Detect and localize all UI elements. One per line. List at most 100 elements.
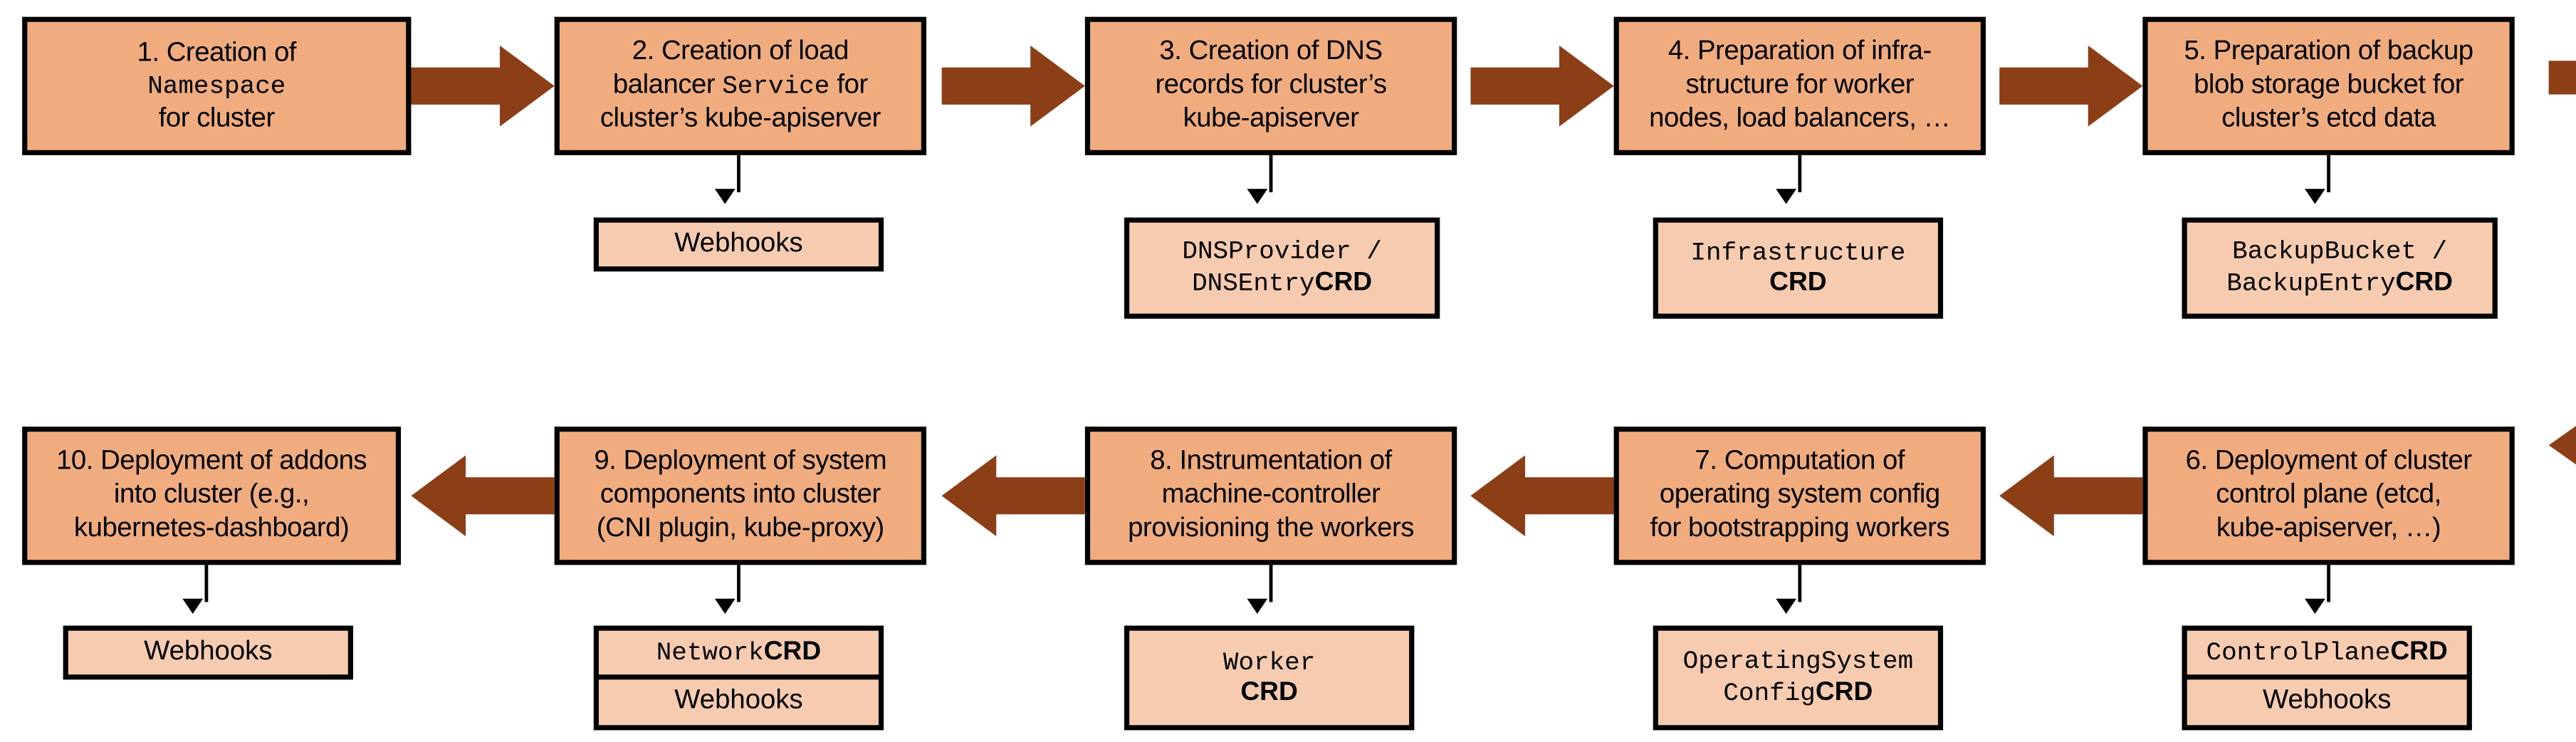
flow-arrow-9-to-10 bbox=[411, 455, 555, 537]
artifact-cell: Webhooks bbox=[599, 223, 879, 267]
artifact-box-network-crd[interactable]: NetworkCRD Webhooks bbox=[593, 625, 884, 731]
step-4-line-2: structure for worker bbox=[1685, 70, 1915, 100]
artifact-cell: Infrastructure CRD bbox=[1658, 223, 1938, 314]
connector-line-5 bbox=[2327, 155, 2330, 192]
connector-arrowhead-7 bbox=[1776, 598, 1797, 615]
artifact-cell: OperatingSystem ConfigCRD bbox=[1658, 631, 1938, 726]
step-1-line-1: 1. Creation of bbox=[137, 38, 297, 67]
step-7-line-2: operating system config bbox=[1659, 481, 1940, 510]
step-4-line-3: nodes, load balancers, … bbox=[1649, 104, 1951, 133]
step-box-7-text: 7. Computation of operating system confi… bbox=[1650, 446, 1949, 545]
artifact-webhooks-label: Webhooks bbox=[2262, 686, 2392, 716]
artifact-cell: DNSProvider / DNSEntryCRD bbox=[1129, 223, 1435, 314]
step-box-10[interactable]: 10. Deployment of addons into cluster (e… bbox=[22, 427, 402, 565]
artifact-crd-tag: CRD bbox=[2395, 268, 2454, 297]
flow-arrow-8-to-9 bbox=[941, 455, 1085, 537]
connector-line-4 bbox=[1798, 155, 1802, 192]
step-box-10-text: 10. Deployment of addons into cluster (e… bbox=[56, 446, 367, 545]
flow-arrow-2-to-3 bbox=[941, 45, 1085, 127]
step-9-line-2: components into cluster bbox=[600, 481, 881, 510]
artifact-crd-tag: CRD bbox=[1815, 678, 1873, 707]
artifact-cell-webhooks: Webhooks bbox=[2187, 675, 2467, 725]
connector-line-9 bbox=[737, 565, 740, 602]
connector-arrowhead-9 bbox=[714, 598, 735, 615]
connector-line-7 bbox=[1798, 565, 1802, 602]
step-6-line-2: control plane (etcd, bbox=[2216, 481, 2441, 510]
step-box-7[interactable]: 7. Computation of operating system confi… bbox=[1613, 427, 1986, 565]
step-box-4-text: 4. Preparation of infra- structure for w… bbox=[1649, 36, 1951, 136]
artifact-webhooks-label: Webhooks bbox=[674, 229, 803, 258]
step-5-line-2: blob storage bucket for bbox=[2194, 70, 2464, 100]
artifact-box-webhooks-10[interactable]: Webhooks bbox=[63, 625, 353, 680]
artifact-cell: BackupBucket / BackupEntryCRD bbox=[2187, 223, 2493, 314]
connector-line-3 bbox=[1269, 155, 1273, 192]
connector-line-2 bbox=[737, 155, 740, 192]
flow-arrow-5-to-6-elbow bbox=[2515, 61, 2576, 513]
connector-arrowhead-5 bbox=[2305, 189, 2325, 204]
artifact-webhooks-label: Webhooks bbox=[674, 686, 803, 716]
step-box-3-text: 3. Creation of DNS records for cluster’s… bbox=[1155, 36, 1387, 136]
connector-line-10 bbox=[204, 565, 209, 602]
artifact-box-worker-crd[interactable]: Worker CRD bbox=[1124, 625, 1415, 731]
artifact-box-operatingsystemconfig-crd[interactable]: OperatingSystem ConfigCRD bbox=[1653, 625, 1944, 731]
artifact-worker-line-1: Worker bbox=[1222, 648, 1316, 677]
artifact-infrastructure-line-1: Infrastructure bbox=[1690, 239, 1906, 268]
step-7-line-3: for bootstrapping workers bbox=[1650, 513, 1950, 543]
step-box-4[interactable]: 4. Preparation of infra- structure for w… bbox=[1613, 16, 1986, 155]
artifact-controlplane-label: ControlPlane bbox=[2206, 639, 2391, 668]
step-box-5[interactable]: 5. Preparation of backup blob storage bu… bbox=[2142, 16, 2515, 155]
artifact-backupbucket-line-1: BackupBucket / bbox=[2232, 238, 2448, 267]
flow-arrow-6-to-7 bbox=[1999, 455, 2143, 537]
step-box-1[interactable]: 1. Creation of Namespace for cluster bbox=[22, 16, 412, 155]
connector-arrowhead-4 bbox=[1776, 189, 1797, 204]
artifact-box-infrastructure-crd[interactable]: Infrastructure CRD bbox=[1653, 217, 1944, 319]
artifact-box-backupbucket-crd[interactable]: BackupBucket / BackupEntryCRD bbox=[2182, 217, 2498, 319]
step-9-line-1: 9. Deployment of system bbox=[594, 447, 887, 476]
step-5-line-1: 5. Preparation of backup bbox=[2184, 38, 2473, 67]
step-box-9[interactable]: 9. Deployment of system components into … bbox=[554, 427, 927, 565]
step-8-line-3: provisioning the workers bbox=[1128, 513, 1414, 543]
step-7-line-1: 7. Computation of bbox=[1695, 447, 1905, 476]
step-9-line-3: (CNI plugin, kube-proxy) bbox=[596, 513, 884, 543]
artifact-box-controlplane-crd[interactable]: ControlPlaneCRD Webhooks bbox=[2182, 625, 2472, 731]
artifact-cell-webhooks: Webhooks bbox=[599, 675, 879, 725]
step-6-line-1: 6. Deployment of cluster bbox=[2185, 447, 2472, 476]
artifact-crd-tag: CRD bbox=[2390, 637, 2448, 667]
step-box-5-text: 5. Preparation of backup blob storage bu… bbox=[2184, 36, 2473, 136]
artifact-cell: Webhooks bbox=[68, 631, 348, 675]
artifact-cell: Worker CRD bbox=[1129, 631, 1409, 726]
step-box-3[interactable]: 3. Creation of DNS records for cluster’s… bbox=[1084, 16, 1457, 155]
step-1-line-2: Namespace bbox=[147, 73, 286, 102]
artifact-crd-tag: CRD bbox=[1314, 268, 1373, 297]
artifact-crd-tag: CRD bbox=[763, 637, 822, 667]
step-10-line-3: kubernetes-dashboard) bbox=[73, 513, 350, 543]
flow-arrow-3-to-4 bbox=[1470, 45, 1614, 127]
connector-arrowhead-8 bbox=[1247, 598, 1268, 615]
step-box-9-text: 9. Deployment of system components into … bbox=[594, 446, 886, 545]
step-box-2-text: 2. Creation of load balancer Service for… bbox=[600, 36, 881, 136]
step-8-line-2: machine-controller bbox=[1161, 481, 1381, 510]
connector-arrowhead-3 bbox=[1247, 189, 1268, 204]
artifact-dnsprovider-line-1: DNSProvider / bbox=[1182, 238, 1382, 267]
step-box-6[interactable]: 6. Deployment of cluster control plane (… bbox=[2142, 427, 2515, 565]
step-10-line-2: into cluster (e.g., bbox=[113, 481, 310, 510]
artifact-network-label: Network bbox=[656, 639, 764, 668]
flow-arrow-4-to-5 bbox=[1999, 45, 2143, 127]
step-2-line-3: cluster’s kube-apiserver bbox=[600, 104, 881, 133]
artifact-osc-line-1: OperatingSystem bbox=[1682, 648, 1914, 677]
connector-line-6 bbox=[2327, 565, 2330, 602]
artifact-box-webhooks-2[interactable]: Webhooks bbox=[593, 217, 884, 272]
connector-arrowhead-10 bbox=[182, 598, 204, 615]
connector-line-8 bbox=[1269, 565, 1273, 602]
artifact-osc-line-2: Config bbox=[1723, 679, 1816, 709]
step-box-8[interactable]: 8. Instrumentation of machine-controller… bbox=[1084, 427, 1457, 565]
artifact-cell-crd: ControlPlaneCRD bbox=[2187, 631, 2467, 676]
step-5-line-3: cluster’s etcd data bbox=[2221, 104, 2436, 133]
step-box-2[interactable]: 2. Creation of load balancer Service for… bbox=[554, 16, 927, 155]
step-3-line-2: records for cluster’s bbox=[1155, 70, 1387, 100]
flow-arrow-7-to-8 bbox=[1470, 455, 1614, 537]
step-box-1-text: 1. Creation of Namespace for cluster bbox=[137, 36, 297, 136]
artifact-box-dnsprovider-crd[interactable]: DNSProvider / DNSEntryCRD bbox=[1124, 217, 1440, 319]
step-box-6-text: 6. Deployment of cluster control plane (… bbox=[2186, 446, 2472, 545]
step-10-line-1: 10. Deployment of addons bbox=[56, 447, 367, 476]
